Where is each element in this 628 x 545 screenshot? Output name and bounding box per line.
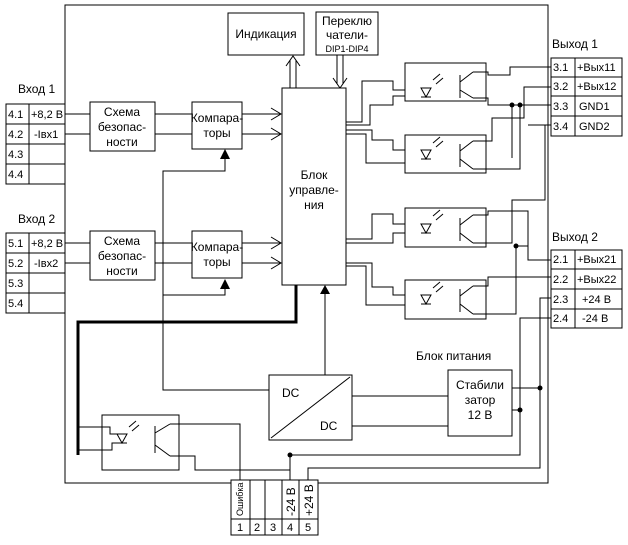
indication-block: Индикация: [227, 12, 305, 56]
error-connector: Ошибка -24 В +24 В 1 2 3 4 5: [230, 479, 319, 536]
terminal-num: 4.1: [8, 109, 23, 121]
terminal-label: -Iвх1: [34, 129, 58, 141]
terminal-label: +8,2 В: [31, 109, 63, 121]
svg-text:торы: торы: [203, 126, 230, 140]
optocoupler-out11: [404, 62, 487, 102]
power-supply-label: Блок питания: [416, 349, 491, 363]
terminal-label: +Вых22: [577, 274, 616, 286]
terminal-label: -24 В: [582, 313, 608, 325]
svg-text:Стабили: Стабили: [456, 378, 504, 392]
terminal-num: 4.3: [8, 149, 23, 161]
terminal-num: 2.4: [553, 313, 568, 325]
terminal-num: 2.2: [553, 274, 568, 286]
optocoupler-out21: [404, 207, 487, 248]
input2-title: Вход 2: [18, 212, 55, 226]
optocoupler-error: [101, 414, 180, 471]
comparator-1: Компара- торы: [191, 101, 243, 150]
svg-text:DC: DC: [282, 386, 300, 400]
terminal-label: +Вых11: [577, 62, 616, 74]
pin-num: 4: [287, 522, 293, 534]
svg-text:Индикация: Индикация: [235, 27, 296, 41]
stabilizer-12v: Стабили затор 12 В: [447, 369, 513, 437]
terminal-num: 4.2: [8, 129, 23, 141]
svg-text:ности: ности: [106, 135, 138, 149]
svg-text:Блок: Блок: [301, 168, 329, 182]
terminal-num: 3.2: [553, 81, 568, 93]
terminal-num: 4.4: [8, 169, 23, 181]
terminal-num: 5.3: [8, 278, 23, 290]
svg-text:затор: затор: [465, 393, 496, 407]
terminal-num: 2.3: [553, 294, 568, 306]
svg-text:торы: торы: [203, 255, 230, 269]
terminal-num: 5.4: [8, 298, 23, 310]
svg-text:управле-: управле-: [289, 183, 339, 197]
svg-text:безопас-: безопас-: [98, 249, 146, 263]
terminal-label: -Iвх2: [34, 258, 58, 270]
svg-text:DC: DC: [320, 419, 338, 433]
svg-text:Переклю: Переклю: [322, 14, 372, 28]
svg-text:12 В: 12 В: [468, 408, 493, 422]
terminal-label: +24 В: [582, 294, 611, 306]
optocoupler-out22: [404, 279, 487, 320]
terminal-num: 5.2: [8, 258, 23, 270]
input1-title: Вход 1: [18, 82, 55, 96]
svg-text:Компара-: Компара-: [191, 111, 243, 125]
output2-title: Выход 2: [552, 230, 598, 244]
terminal-label: GND1: [579, 101, 610, 113]
svg-text:ния: ния: [304, 198, 324, 212]
output2-terminal: 2.1 +Вых21 2.2 +Вых22 2.3 +24 В 2.4 -24 …: [550, 249, 623, 329]
terminal-label: +8,2 В: [31, 238, 63, 250]
input1-terminal: 4.1 +8,2 В 4.2 -Iвх1 4.3 4.4: [5, 103, 66, 185]
svg-text:чатели-: чатели-: [326, 28, 368, 42]
svg-text:Схема: Схема: [104, 105, 140, 119]
control-block: Блок управле- ния: [281, 87, 347, 286]
pin-num: 1: [237, 522, 243, 534]
pin-num: 3: [270, 522, 276, 534]
svg-text:ности: ности: [106, 264, 138, 278]
output1-title: Выход 1: [552, 37, 598, 51]
pin-num: 2: [254, 522, 260, 534]
terminal-label: +Вых21: [577, 254, 616, 266]
terminal-label: GND2: [579, 121, 610, 133]
optocoupler-out12: [404, 134, 487, 174]
terminal-num: 3.1: [553, 62, 568, 74]
input2-terminal: 5.1 +8,2 В 5.2 -Iвх2 5.3 5.4: [5, 232, 66, 314]
protection-circuit-2: Схема безопас- ности: [89, 230, 156, 281]
svg-text:безопас-: безопас-: [98, 120, 146, 134]
pin-label: -24 В: [284, 487, 298, 516]
terminal-num: 3.3: [553, 101, 568, 113]
terminal-num: 5.1: [8, 238, 23, 250]
dc-dc-converter: DC DC: [268, 374, 353, 441]
pin-num: 5: [305, 522, 311, 534]
svg-text:Схема: Схема: [104, 234, 140, 248]
dip-switches-block: Переклю чатели- DIP1-DIP4: [315, 11, 379, 56]
terminal-num: 2.1: [553, 254, 568, 266]
output1-terminal: 3.1 +Вых11 3.2 +Вых12 3.3 GND1 3.4 GND2: [550, 57, 623, 137]
terminal-label: +Вых12: [577, 81, 616, 93]
comparator-2: Компара- торы: [191, 230, 243, 279]
terminal-num: 3.4: [553, 121, 568, 133]
svg-text:DIP1-DIP4: DIP1-DIP4: [325, 44, 368, 54]
pin-label: +24 В: [302, 484, 316, 516]
pin-label: Ошибка: [235, 482, 245, 516]
svg-text:Компара-: Компара-: [191, 240, 243, 254]
protection-circuit-1: Схема безопас- ности: [89, 101, 156, 152]
